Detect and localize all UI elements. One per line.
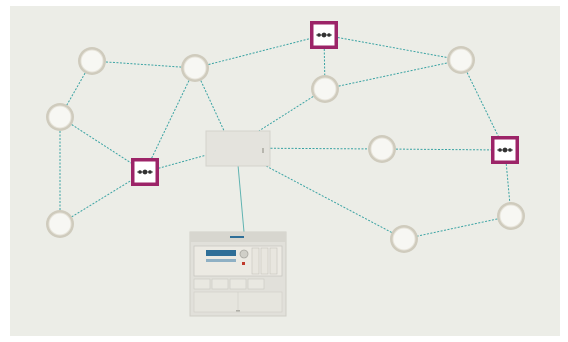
link-d6-m3	[460, 59, 506, 151]
controller-knob	[239, 249, 249, 259]
interface-module-icon	[310, 21, 338, 49]
smoke-detector-icon	[447, 46, 475, 74]
link-m1-d6	[323, 34, 462, 61]
link-d7-m3	[381, 148, 506, 151]
smoke-detector-icon	[311, 75, 339, 103]
detector-face	[184, 57, 206, 79]
detector-face	[500, 205, 522, 227]
detector-inner-ring	[48, 212, 72, 236]
network-nodes	[46, 21, 525, 317]
controller-status-bar	[206, 259, 236, 262]
controller-terminal-block	[229, 278, 247, 290]
junction-panel	[205, 130, 271, 167]
smoke-detector-icon	[497, 202, 525, 230]
controller-brand-mark	[230, 236, 244, 238]
smoke-detector-icon	[46, 210, 74, 238]
interface-module-icon	[491, 136, 519, 164]
smoke-detector-icon	[78, 47, 106, 75]
controller-terminal-block	[247, 278, 265, 290]
network-links	[59, 34, 512, 240]
detector-inner-ring	[48, 105, 72, 129]
panel-box	[205, 130, 271, 167]
detector-face	[450, 49, 472, 71]
controller-module-slot	[251, 247, 260, 275]
smoke-detector-icon	[181, 54, 209, 82]
link-d2-m1	[194, 34, 325, 69]
detector-inner-ring	[313, 77, 337, 101]
controller-terminal-block	[211, 278, 229, 290]
detector-face	[49, 106, 71, 128]
link-d2-m2	[144, 67, 196, 173]
network-diagram-canvas	[10, 6, 560, 336]
network-diagram	[46, 21, 525, 317]
detector-inner-ring	[370, 137, 394, 161]
controller-display	[206, 250, 236, 256]
link-d5-d6	[324, 59, 462, 90]
link-m2-d4	[59, 171, 146, 225]
detector-inner-ring	[80, 49, 104, 73]
controller-module-slot	[260, 247, 269, 275]
controller-module-slot	[269, 247, 278, 275]
link-d1-d2	[91, 60, 196, 69]
detector-inner-ring	[449, 48, 473, 72]
smoke-detector-icon	[46, 103, 74, 131]
controller-alarm-led	[242, 262, 245, 265]
detector-inner-ring	[183, 56, 207, 80]
link-d8-d9	[403, 215, 512, 240]
smoke-detector-icon	[390, 225, 418, 253]
fire-control-panel	[189, 231, 287, 317]
smoke-detector-icon	[368, 135, 396, 163]
detector-inner-ring	[392, 227, 416, 251]
detector-face	[314, 78, 336, 100]
detector-face	[49, 213, 71, 235]
detector-inner-ring	[499, 204, 523, 228]
panel-latch	[262, 148, 264, 153]
detector-face	[393, 228, 415, 250]
detector-face	[371, 138, 393, 160]
interface-module-icon	[131, 158, 159, 186]
controller-foot-mark	[236, 310, 240, 312]
link-panel-controller	[237, 164, 245, 233]
detector-face	[81, 50, 103, 72]
link-d2-pnl	[194, 67, 233, 149]
controller-terminal-block	[193, 278, 211, 290]
link-d3-m2	[59, 116, 146, 173]
